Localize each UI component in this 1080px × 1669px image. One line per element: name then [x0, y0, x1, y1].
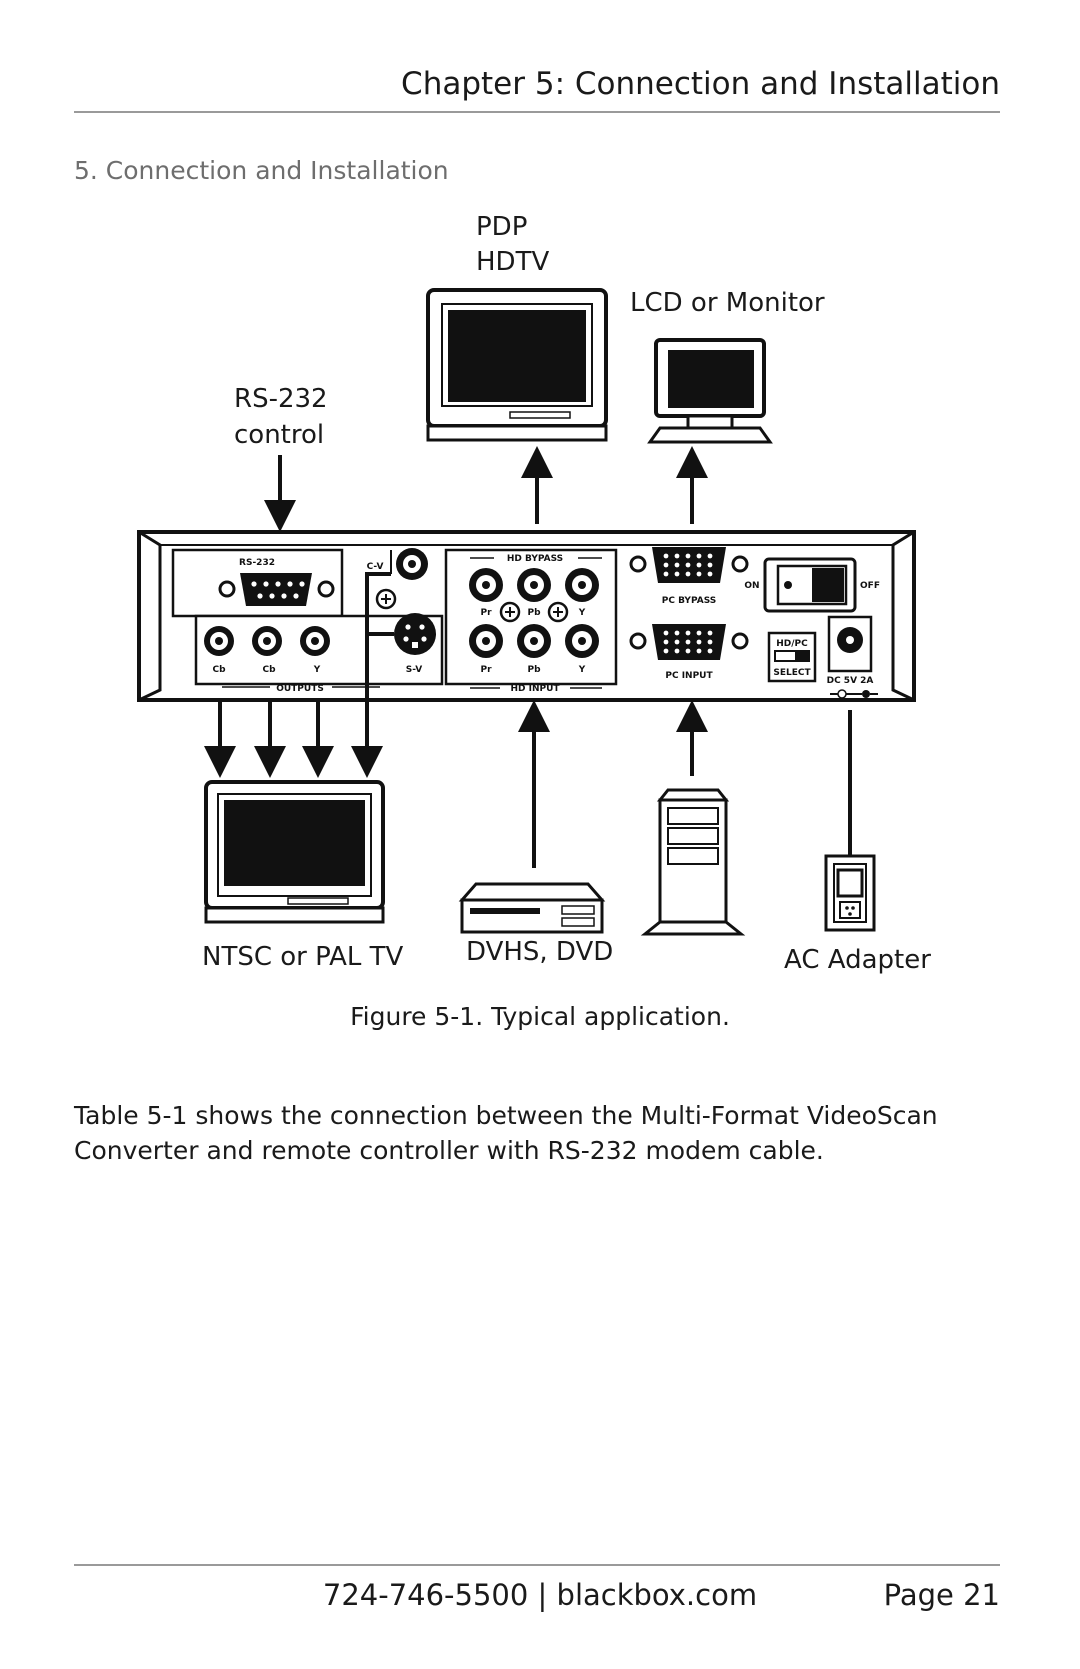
label-dvhs-dvd: DVHS, DVD	[466, 937, 613, 967]
svg-text:Cb: Cb	[262, 665, 276, 675]
svg-text:DC 5V 2A: DC 5V 2A	[827, 676, 874, 686]
label-pdp: PDP	[476, 212, 527, 242]
hdtv-monitor-icon	[426, 288, 608, 442]
svg-text:C-V: C-V	[367, 562, 384, 572]
svg-text:Pb: Pb	[527, 608, 541, 618]
svg-text:RS-232: RS-232	[239, 558, 275, 568]
page-number: Page 21	[883, 1578, 1000, 1612]
svg-text:Y: Y	[313, 665, 321, 675]
svg-text:SELECT: SELECT	[773, 668, 811, 678]
label-lcd-monitor: LCD or Monitor	[630, 288, 825, 318]
svg-text:Pb: Pb	[527, 665, 541, 675]
svg-text:HD/PC: HD/PC	[776, 639, 808, 649]
svg-text:HD INPUT: HD INPUT	[510, 684, 560, 694]
svg-text:Pr: Pr	[480, 608, 492, 618]
chapter-title: Chapter 5: Connection and Installation	[401, 66, 1000, 102]
label-control: control	[234, 420, 324, 450]
svg-text:S-V: S-V	[406, 665, 423, 675]
svg-text:OFF: OFF	[860, 581, 880, 591]
svg-text:Pr: Pr	[480, 665, 492, 675]
tv-icon	[204, 780, 385, 924]
lcd-monitor-icon	[647, 338, 773, 444]
svg-text:Cb: Cb	[212, 665, 226, 675]
footer-contact: 724-746-5500 | blackbox.com	[322, 1578, 758, 1612]
svg-text:HD BYPASS: HD BYPASS	[507, 554, 563, 564]
body-paragraph: Table 5-1 shows the connection between t…	[74, 1101, 938, 1165]
dvd-player-icon	[458, 882, 606, 934]
cable-cv	[365, 572, 391, 762]
converter-rear-panel: RS-232 Cb Cb Y OUTPUTS C-V S-V HD BYPASS	[137, 530, 916, 702]
svg-text:Y: Y	[578, 665, 586, 675]
label-hdtv: HDTV	[476, 247, 549, 277]
footer-divider	[74, 1564, 1000, 1566]
pc-tower-icon	[640, 788, 746, 936]
svg-text:PC INPUT: PC INPUT	[665, 671, 713, 681]
label-ntsc-pal-tv: NTSC or PAL TV	[202, 942, 404, 972]
label-ac-adapter: AC Adapter	[784, 945, 931, 975]
svg-text:Y: Y	[578, 608, 586, 618]
wall-outlet-icon	[824, 854, 876, 932]
svg-text:OUTPUTS: OUTPUTS	[276, 684, 324, 694]
header-divider	[74, 111, 1000, 113]
svg-text:PC BYPASS: PC BYPASS	[662, 596, 717, 606]
section-heading: 5. Connection and Installation	[74, 156, 449, 185]
svg-text:ON: ON	[744, 581, 759, 591]
label-rs232: RS-232	[234, 384, 328, 414]
figure-caption: Figure 5-1. Typical application.	[350, 1002, 730, 1031]
